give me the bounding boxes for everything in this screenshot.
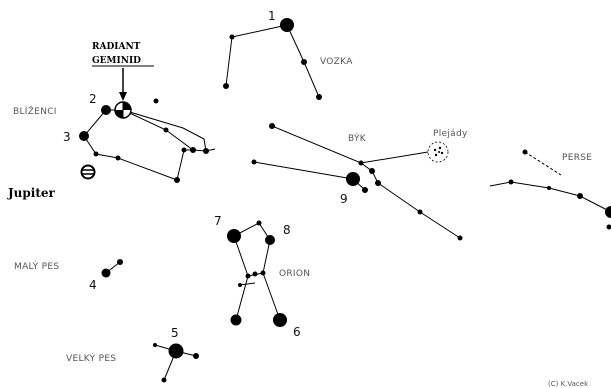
- gemini-line: [176, 149, 193, 181]
- star: [163, 127, 169, 133]
- star-number-7: 7: [214, 214, 222, 228]
- star: [117, 259, 123, 265]
- radiant-arrow: [119, 68, 127, 101]
- taurus-line: [360, 162, 461, 239]
- star-number-5: 5: [171, 326, 179, 340]
- star: [252, 271, 258, 277]
- star-number-6: 6: [293, 325, 301, 339]
- star: [223, 83, 229, 89]
- star: [358, 160, 364, 166]
- star: [256, 220, 262, 226]
- star: [265, 235, 275, 245]
- star: [369, 168, 375, 174]
- auriga-line: [231, 24, 320, 98]
- star: [346, 172, 360, 186]
- orion-line: [262, 239, 281, 321]
- perseus-line: [524, 151, 562, 176]
- star: [101, 105, 111, 115]
- label-canis-major: VELKÝ PES: [66, 352, 116, 364]
- star: [269, 123, 275, 129]
- star: [316, 94, 322, 100]
- canis-major-stars: [153, 343, 199, 383]
- star-number-3: 3: [63, 130, 71, 144]
- constellation-perseus: [489, 151, 611, 213]
- star: [522, 149, 528, 155]
- star: [93, 151, 99, 157]
- star: [229, 34, 235, 40]
- star: [251, 159, 257, 165]
- jupiter-icon: [80, 164, 96, 180]
- star: [301, 59, 307, 65]
- credit-text: (C) K.Vacek: [548, 380, 589, 388]
- star: [168, 343, 184, 359]
- label-canis-minor: MALÝ PES: [14, 260, 59, 272]
- star-number-8: 8: [283, 223, 291, 237]
- star: [193, 353, 199, 359]
- star-number-4: 4: [89, 278, 97, 292]
- star: [508, 179, 514, 185]
- star: [153, 98, 159, 104]
- label-jupiter: Jupiter: [7, 186, 56, 200]
- star: [577, 193, 583, 199]
- auriga-stars: [223, 18, 322, 100]
- auriga-line: [225, 36, 233, 87]
- star: [115, 155, 121, 161]
- star: [101, 268, 111, 278]
- star: [362, 187, 368, 193]
- star: [227, 229, 241, 243]
- constellation-gemini: [83, 109, 216, 181]
- constellation-auriga: [225, 24, 320, 98]
- star: [238, 283, 242, 287]
- star: [547, 186, 551, 190]
- label-orion: ORION: [279, 269, 310, 279]
- label-taurus: BÝK: [348, 132, 367, 144]
- perseus-line: [489, 181, 611, 213]
- star: [245, 273, 251, 279]
- taurus-line: [271, 125, 429, 164]
- star: [174, 177, 180, 183]
- taurus-line: [253, 161, 354, 180]
- star-number-2: 2: [89, 92, 97, 106]
- star: [457, 235, 463, 241]
- star: [190, 147, 196, 153]
- perseus-stars: [508, 149, 611, 230]
- star: [181, 147, 187, 153]
- star: [273, 313, 287, 327]
- star: [260, 270, 266, 276]
- orion-stars: [227, 220, 287, 327]
- star-number-9: 9: [340, 192, 348, 206]
- gemini-line: [122, 109, 207, 152]
- gemini-stars: [79, 98, 209, 183]
- star-number-1: 1: [268, 9, 276, 23]
- label-auriga: VOZKA: [320, 57, 353, 67]
- star: [417, 209, 423, 215]
- star: [153, 343, 157, 347]
- label-pleiades: Plejády: [433, 129, 468, 139]
- taurus-stars: [251, 123, 463, 241]
- label-perseus: PERSE: [562, 153, 592, 163]
- star: [606, 224, 611, 230]
- label-gemini: BLÍŽENCI: [13, 105, 57, 117]
- radiant-label-2: GEMINID: [92, 56, 141, 66]
- star: [203, 148, 209, 154]
- star: [79, 131, 89, 141]
- pleiades-cluster-icon: [427, 141, 449, 163]
- star: [280, 18, 294, 32]
- constellation-canis-minor: [101, 259, 123, 278]
- star: [230, 314, 242, 326]
- orion-line: [233, 235, 249, 321]
- star: [605, 206, 611, 218]
- gemini-line: [83, 109, 178, 181]
- radiant-label-1: RADIANT: [92, 42, 141, 52]
- radiant-marker: [114, 101, 132, 119]
- star: [375, 180, 381, 186]
- orion-line: [239, 282, 256, 286]
- star: [161, 377, 167, 383]
